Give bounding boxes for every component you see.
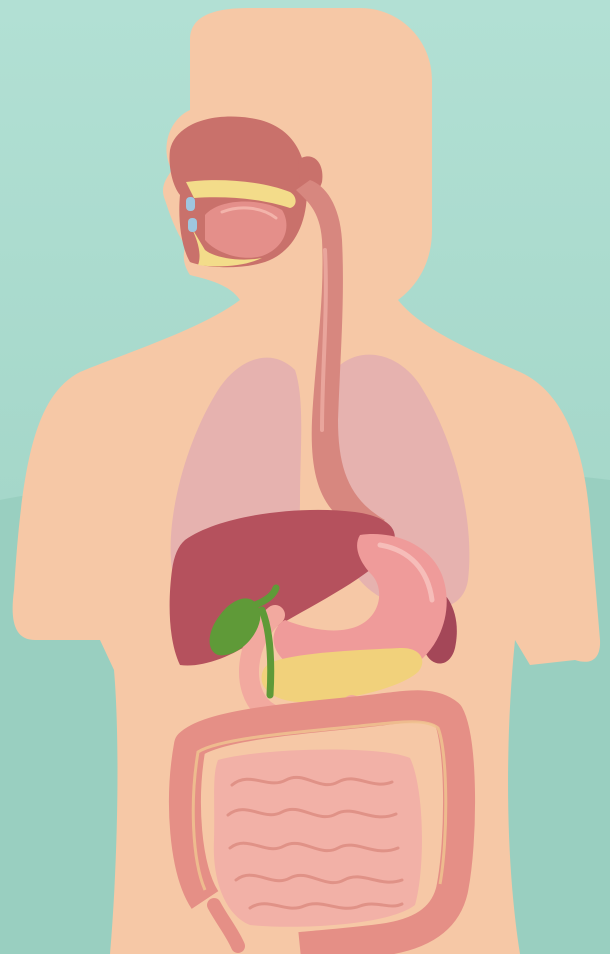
tongue xyxy=(205,202,286,258)
lower-teeth xyxy=(188,218,197,232)
upper-teeth xyxy=(186,197,195,211)
small-intestine xyxy=(214,750,422,927)
